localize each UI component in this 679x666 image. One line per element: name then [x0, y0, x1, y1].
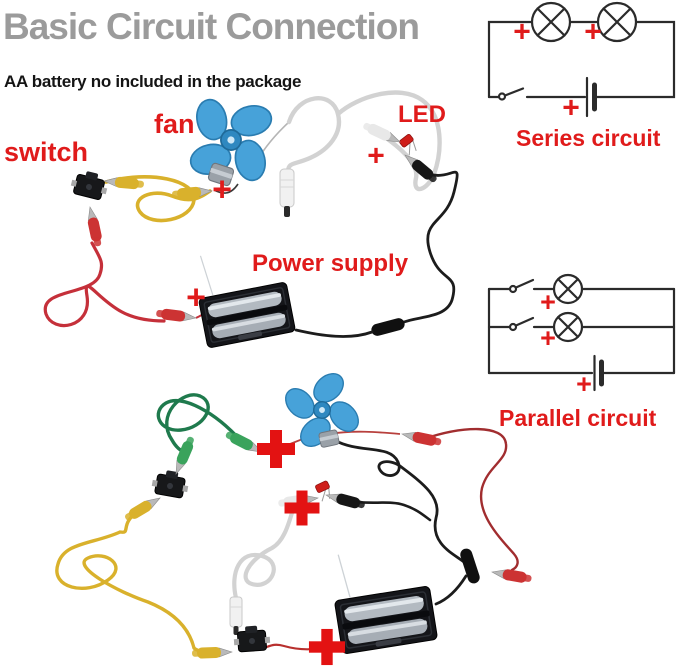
black-wire-to-battery	[294, 328, 374, 338]
switch-symbol-series	[497, 87, 525, 101]
plus-mark-parallel-lamp1: +	[540, 286, 556, 317]
fan-lead-dark	[213, 183, 239, 194]
plus-marker-thick-3	[308, 628, 346, 666]
green-jumper-wire	[156, 393, 243, 455]
plus-marker-thick-1	[257, 430, 295, 468]
label-switch: switch	[4, 137, 89, 167]
black-inline-connector	[371, 318, 405, 336]
series-circuit-diagram	[487, 1, 676, 118]
white-cable-2	[232, 500, 298, 601]
switch-symbol-parallel-1	[508, 278, 535, 294]
black-clip-2	[324, 489, 367, 512]
battery-symbol-parallel	[593, 354, 604, 392]
lamp-symbol-3	[552, 273, 584, 305]
white-cable-a	[285, 96, 342, 175]
white-connector-plug	[279, 168, 295, 217]
parallel-circuit-diagram	[487, 273, 676, 392]
plus-mark-series-lamp2: +	[584, 15, 602, 49]
switch-symbol-parallel-2	[508, 316, 535, 332]
red-jumper-wire	[43, 241, 166, 328]
plus-mark-series-battery: +	[562, 91, 580, 125]
dark-red-wire	[422, 427, 519, 572]
yellow-jumper-wire	[104, 175, 212, 223]
label-led: LED	[398, 101, 446, 128]
label-fan: fan	[154, 109, 195, 139]
black-wire-led-battery	[402, 168, 459, 324]
parallel-build-photo	[55, 363, 533, 666]
page-title: Basic Circuit Connection	[3, 6, 420, 47]
red-clip-1	[84, 205, 105, 248]
lamp-symbol-1	[530, 1, 572, 43]
fan2-red-lead-right	[329, 430, 401, 435]
plus-mark-series-lamp1: +	[513, 15, 531, 49]
yellow-clip-3	[122, 492, 164, 524]
fan-2	[275, 363, 369, 457]
led2-black-wire	[346, 499, 432, 522]
switch-component-1	[68, 167, 111, 202]
plus-mark-fan-junction: +	[212, 170, 232, 209]
plus-marker-thick-2	[284, 490, 320, 526]
black-clip-1	[400, 150, 440, 186]
switch-component-3	[232, 624, 272, 653]
green-clip-b	[170, 434, 198, 477]
plus-mark-parallel-battery: +	[576, 368, 592, 399]
battery-symbol-series	[585, 76, 597, 118]
subtitle-note: AA battery no included in the package	[4, 72, 302, 91]
yellow-jumper-wire-2	[55, 508, 211, 655]
series-build-photo	[43, 79, 459, 349]
yellow-clip-4	[191, 646, 233, 660]
switch-component-2	[150, 467, 191, 500]
fan2-black-wire	[332, 438, 466, 564]
white-connector-plug-2	[229, 596, 243, 635]
battery-holder-2	[326, 540, 439, 655]
black-inline-connector-2	[460, 548, 480, 584]
plus-mark-led: +	[367, 139, 385, 173]
label-power-supply: Power supply	[252, 250, 409, 277]
lamp-symbol-4	[552, 311, 584, 343]
battery2-black-lead	[434, 574, 468, 606]
label-series-circuit: Series circuit	[516, 125, 661, 151]
lamp-symbol-2	[596, 1, 638, 43]
plus-mark-parallel-lamp2: +	[540, 322, 556, 353]
plus-mark-battery-1: +	[186, 278, 206, 317]
label-parallel-circuit: Parallel circuit	[499, 405, 657, 431]
red-clip-d	[400, 428, 443, 449]
